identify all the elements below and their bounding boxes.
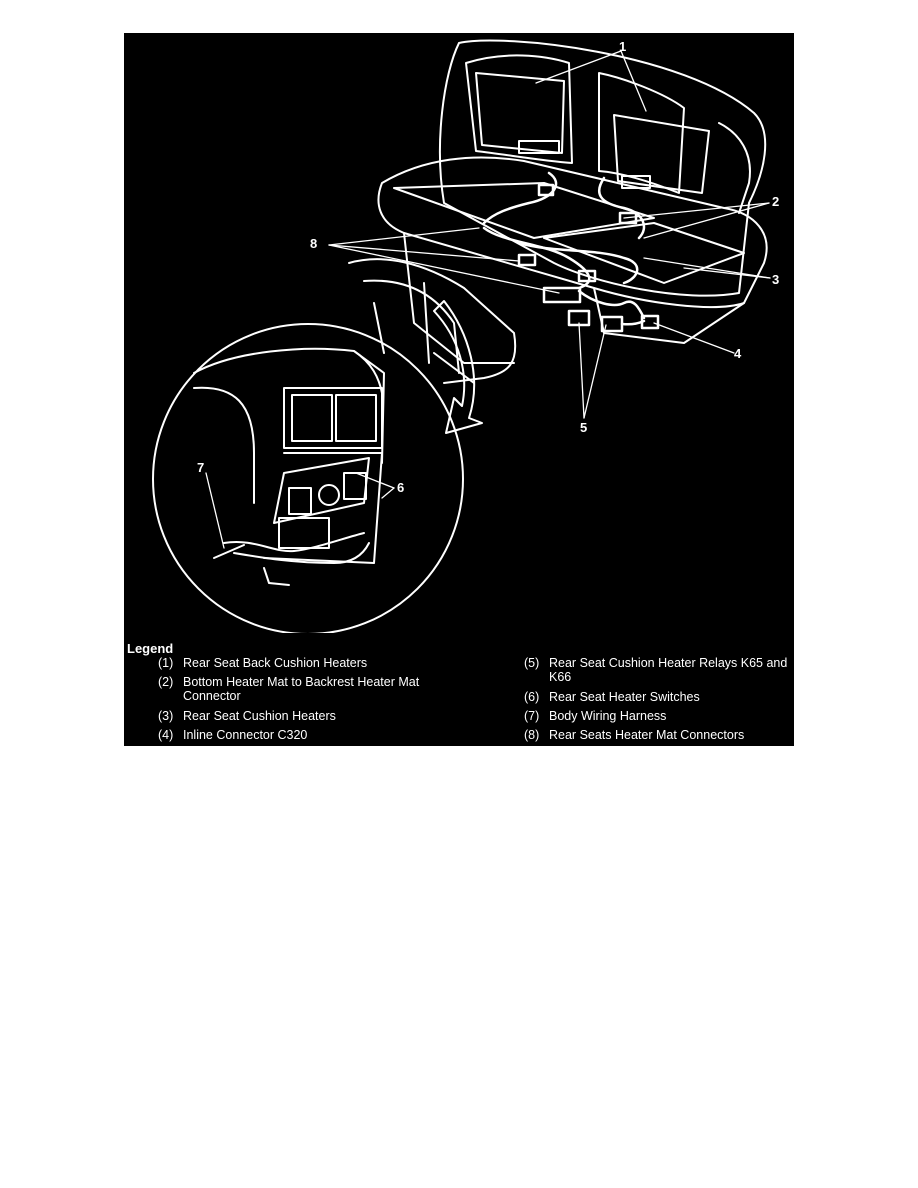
legend-item-text: Bottom Heater Mat to Backrest Heater Mat…: [183, 675, 420, 703]
legend-item-text: Inline Connector C320: [183, 728, 308, 742]
callout-4: 4: [734, 346, 742, 361]
legend-item-number: (3): [158, 709, 174, 723]
legend-item-number: (1): [158, 656, 174, 670]
legend-item-text: Rear Seat Back Cushion Heaters: [183, 656, 368, 670]
legend-item-number: (8): [524, 728, 540, 742]
legend-item-text: Rear Seats Heater Mat Connectors: [549, 728, 745, 742]
callout-2: 2: [772, 194, 780, 209]
legend-item-text: Rear Seat Cushion Heaters: [183, 709, 336, 723]
legend-item-number: (7): [524, 709, 540, 723]
callout-8: 8: [310, 236, 318, 251]
callout-1: 1: [619, 39, 627, 54]
floor-console: [348, 258, 517, 384]
legend-item: (3) Rear Seat Cushion Heaters: [158, 709, 478, 723]
legend-title: Legend: [127, 641, 174, 656]
legend-item: (1) Rear Seat Back Cushion Heaters: [158, 656, 478, 670]
callout-7: 7: [197, 460, 205, 475]
legend-item: (5) Rear Seat Cushion Heater Relays K65 …: [524, 656, 792, 684]
legend-item-text: Rear Seat Cushion Heater Relays K65 and …: [549, 656, 788, 684]
legend-item: (4) Inline Connector C320: [158, 728, 478, 742]
callout-3: 3: [772, 272, 780, 287]
seat-cushion: [377, 156, 768, 364]
inset-detail: [152, 323, 464, 633]
callout-5: 5: [580, 420, 588, 435]
diagram-figure: 1 2 3 4 5 6 7 8 Legend (1) Rear Seat Bac…: [124, 33, 794, 746]
legend-item: (7) Body Wiring Harness: [524, 709, 792, 723]
legend-item-text: Body Wiring Harness: [549, 709, 667, 723]
legend-item-number: (6): [524, 690, 540, 704]
detail-arrow: [433, 300, 483, 434]
legend-item: (8) Rear Seats Heater Mat Connectors: [524, 728, 792, 742]
wiring-harness: [482, 171, 660, 333]
legend-item-number: (4): [158, 728, 174, 742]
legend-item: (6) Rear Seat Heater Switches: [524, 690, 792, 704]
callout-6: 6: [397, 480, 405, 495]
legend-item-text: Rear Seat Heater Switches: [549, 690, 700, 704]
seat-heater-illustration: [152, 39, 771, 633]
legend-item-number: (2): [158, 675, 174, 689]
legend-item: (2) Bottom Heater Mat to Backrest Heater…: [158, 675, 478, 703]
legend-item-number: (5): [524, 656, 540, 670]
legend: Legend (1) Rear Seat Back Cushion Heater…: [124, 641, 794, 746]
leader-lines: [205, 50, 771, 549]
